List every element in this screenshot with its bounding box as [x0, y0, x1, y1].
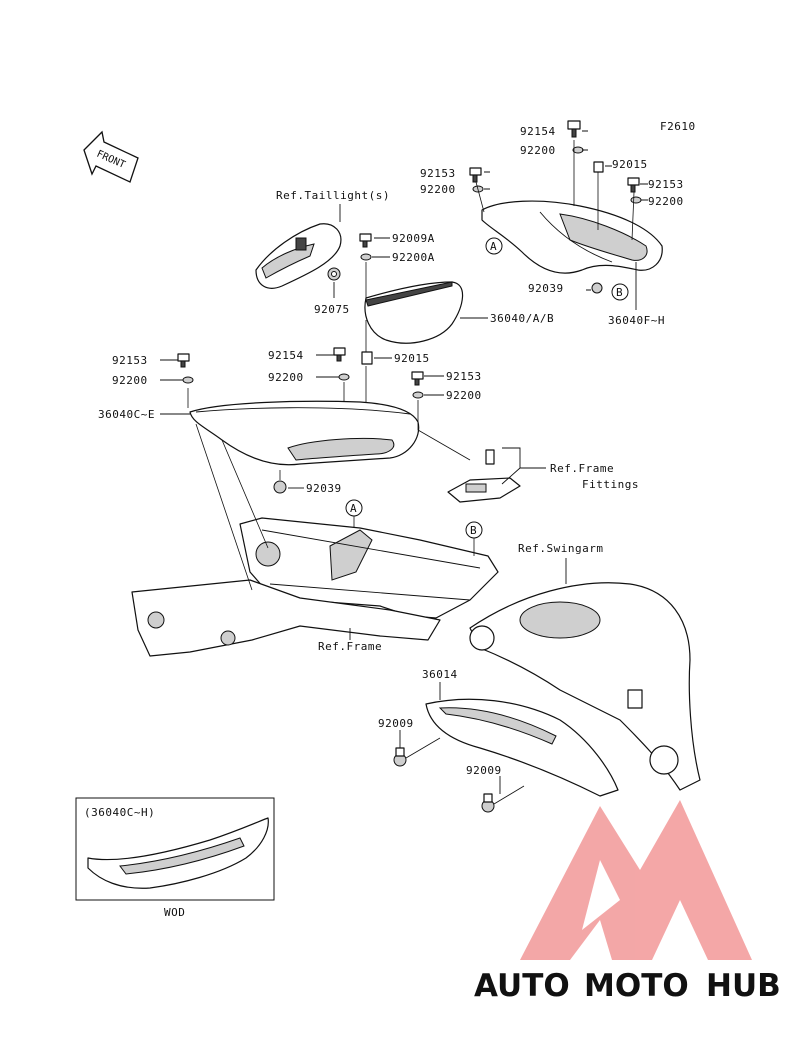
- part-label-92153: 92153: [420, 167, 456, 180]
- washer-icon: [572, 146, 584, 154]
- ref-taillight-label: Ref.Taillight(s): [276, 189, 390, 202]
- ref-frame-fittings-label-1: Ref.Frame: [550, 462, 614, 475]
- bolt-icon: [481, 793, 495, 813]
- part-label-92009: 92009: [378, 717, 414, 730]
- svg-text:A: A: [490, 240, 497, 253]
- seat-cover-part: [364, 281, 464, 344]
- grommet-icon: [327, 267, 341, 281]
- swingarm-part: [469, 582, 701, 791]
- washer-icon: [338, 373, 350, 381]
- callout-a: A: [485, 237, 503, 255]
- bolt-icon: [393, 747, 407, 767]
- figure-code: F2610: [660, 120, 696, 133]
- callout-a: A: [345, 499, 363, 517]
- inset-side-cover-part: [87, 817, 269, 889]
- part-label-92200: 92200: [520, 144, 556, 157]
- washer-icon: [182, 376, 194, 384]
- washer-icon: [630, 196, 642, 204]
- part-label-92015: 92015: [394, 352, 430, 365]
- svg-text:A: A: [350, 502, 357, 515]
- svg-text:B: B: [616, 286, 623, 299]
- part-label-92039: 92039: [528, 282, 564, 295]
- part-label-36014: 36014: [422, 668, 458, 681]
- part-label-92015: 92015: [612, 158, 648, 171]
- bolt-icon: [627, 177, 640, 193]
- ref-frame-label: Ref.Frame: [318, 640, 382, 653]
- bolt-icon: [333, 347, 346, 362]
- bolt-icon: [177, 353, 190, 368]
- ref-swingarm-label: Ref.Swingarm: [518, 542, 603, 555]
- front-arrow-icon: FRONT: [83, 130, 139, 183]
- nut-icon: [273, 480, 287, 494]
- inset-caption: WOD: [164, 906, 185, 919]
- inset-title: (36040C~H): [84, 806, 155, 819]
- collar-icon: [593, 161, 604, 173]
- part-label-92200: 92200: [112, 374, 148, 387]
- callout-b: B: [611, 283, 629, 301]
- part-label-92075: 92075: [314, 303, 350, 316]
- part-label-92153: 92153: [446, 370, 482, 383]
- watermark-hub: HUB: [706, 968, 781, 1004]
- part-label-92009: 92009: [466, 764, 502, 777]
- svg-text:B: B: [470, 524, 477, 537]
- part-label-92153: 92153: [112, 354, 148, 367]
- part-label-92153: 92153: [648, 178, 684, 191]
- part-label-36040C-E: 36040C~E: [98, 408, 155, 421]
- bolt-icon: [411, 371, 424, 386]
- ref-frame-fittings-label-2: Fittings: [582, 478, 639, 491]
- washer-icon: [360, 253, 372, 261]
- washer-icon: [412, 391, 424, 399]
- bolt-icon: [567, 120, 581, 138]
- part-label-92039: 92039: [306, 482, 342, 495]
- watermark-auto: AUTO: [474, 968, 570, 1004]
- part-label-92200: 92200: [648, 195, 684, 208]
- frame-fitting-part: [447, 449, 521, 503]
- part-label-92154: 92154: [520, 125, 556, 138]
- part-label-36040-A-B: 36040/A/B: [490, 312, 554, 325]
- taillight-part: [255, 223, 342, 289]
- part-label-92200: 92200: [420, 183, 456, 196]
- callout-b: B: [465, 521, 483, 539]
- part-label-92200: 92200: [446, 389, 482, 402]
- bolt-icon: [359, 233, 372, 248]
- part-label-92200A: 92200A: [392, 251, 435, 264]
- part-label-92200: 92200: [268, 371, 304, 384]
- part-label-36040F-H: 36040F~H: [608, 314, 665, 327]
- rear-upper-cover-part: [481, 200, 663, 274]
- watermark-moto: MOTO: [584, 968, 689, 1004]
- part-label-92154: 92154: [268, 349, 304, 362]
- bolt-icon: [469, 167, 482, 183]
- watermark-logo: [520, 800, 752, 960]
- rear-frame-part: [131, 517, 499, 657]
- nut-icon: [591, 282, 603, 294]
- chain-guard-part: [425, 698, 619, 797]
- part-label-92009A: 92009A: [392, 232, 435, 245]
- collar-icon: [361, 351, 373, 365]
- side-cover-part: [189, 400, 420, 466]
